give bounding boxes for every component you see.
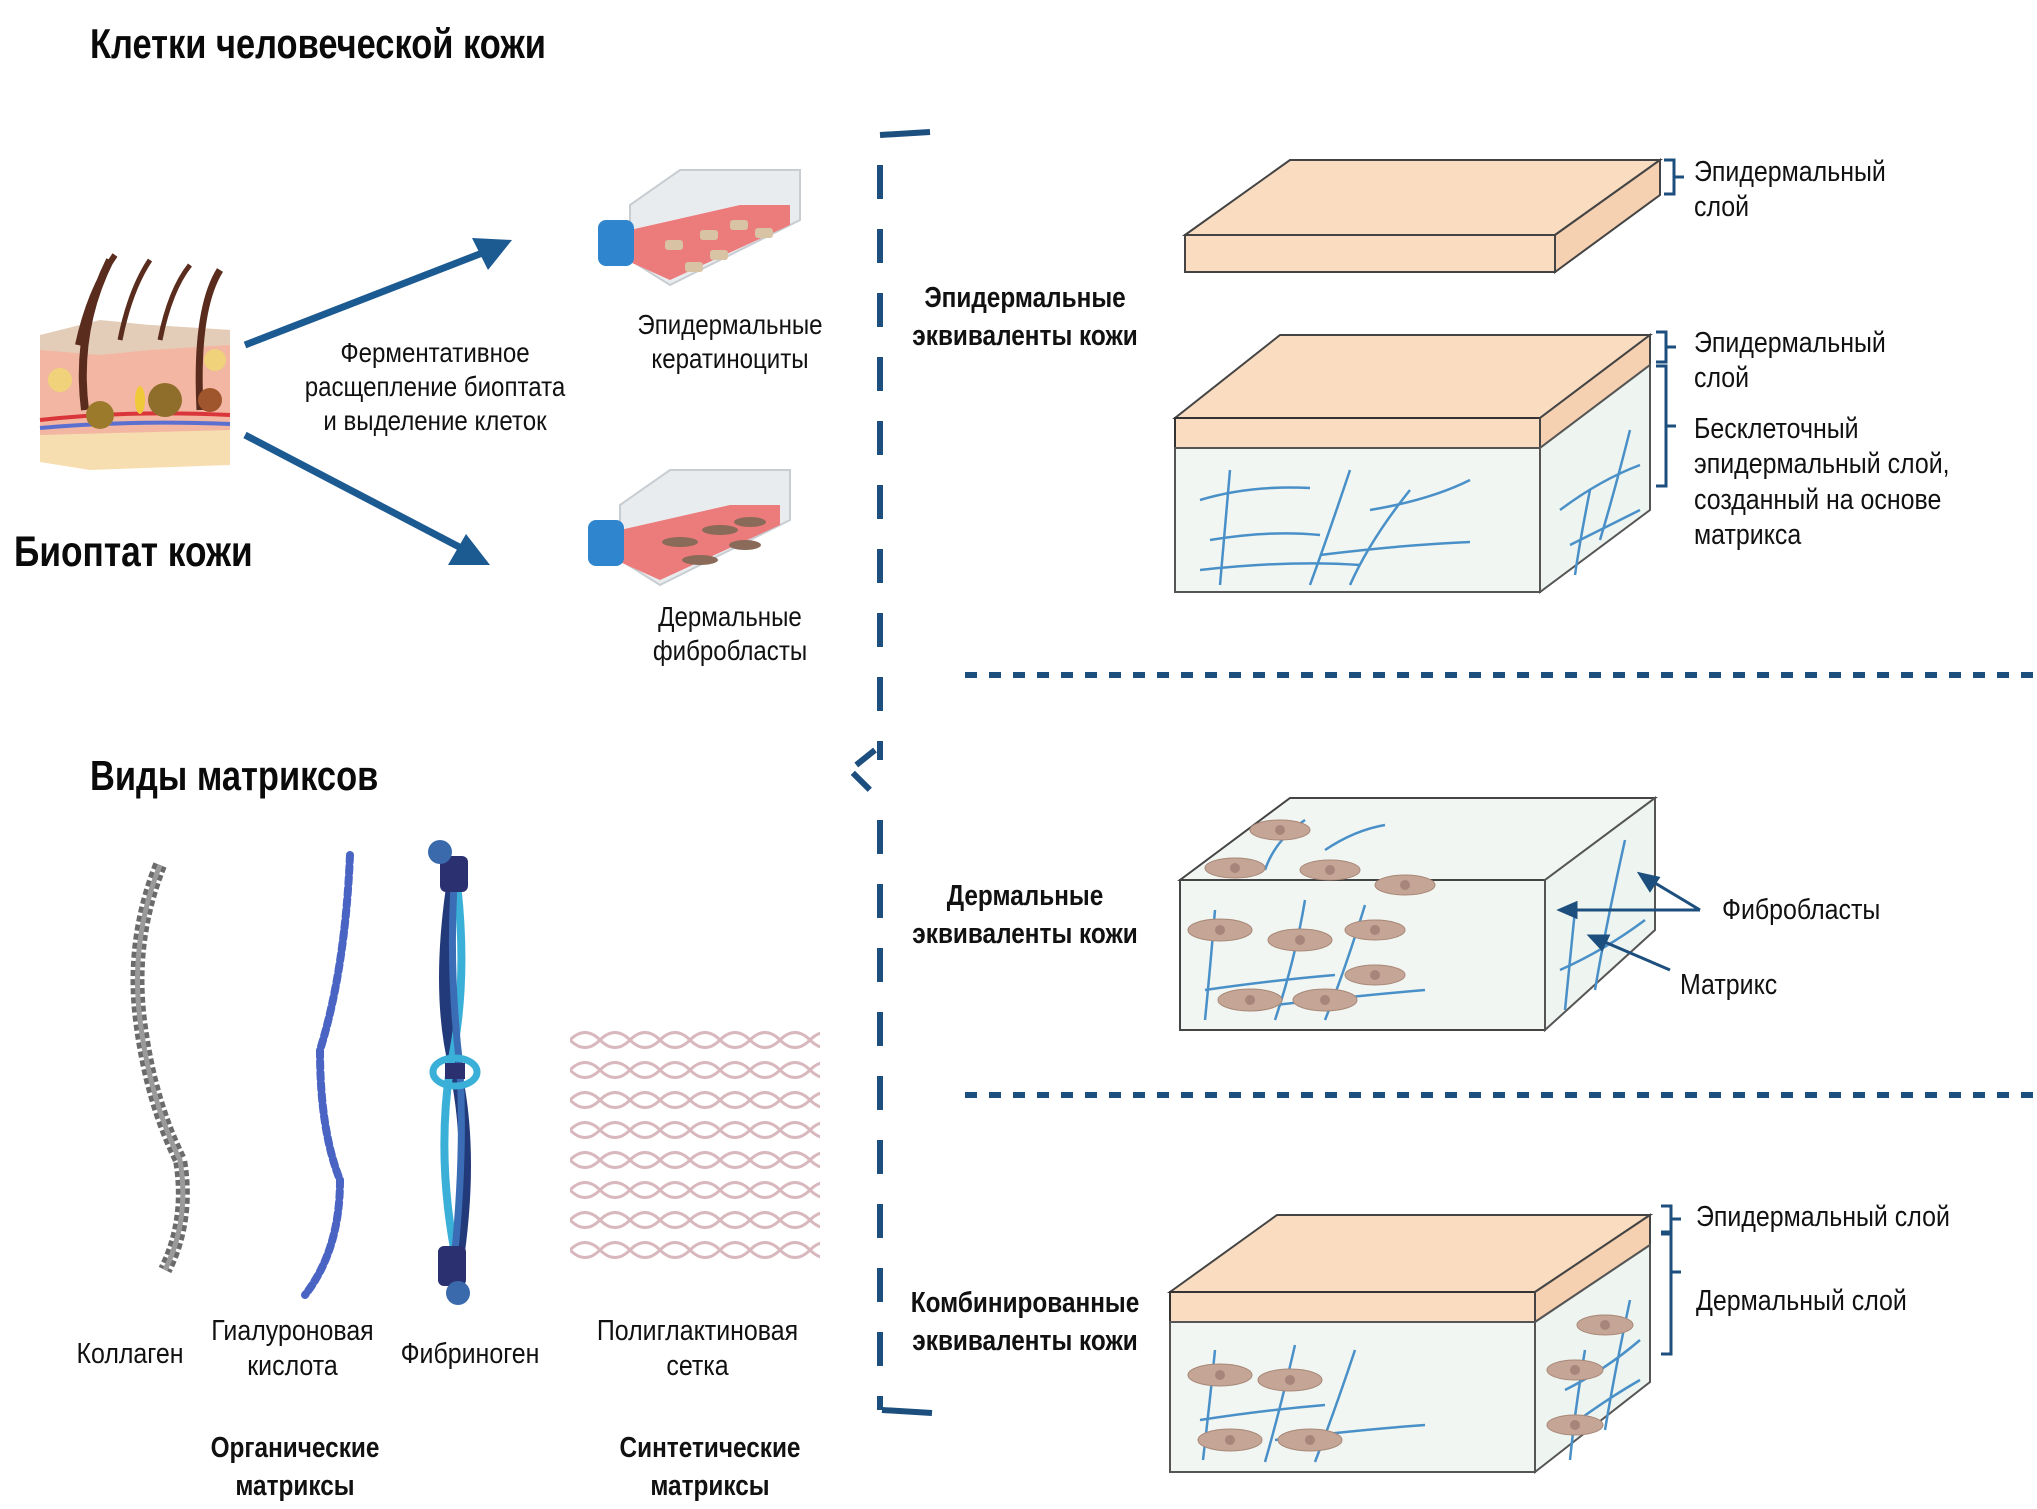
organic-matrices-label: Органические матриксы xyxy=(186,1430,404,1505)
label-line: кислота xyxy=(247,1350,338,1383)
epidermal-layer-slab xyxy=(1181,158,1664,274)
keratinocytes-label-line: Эпидермальные xyxy=(637,309,823,340)
dermal-equivalents-title: Дермальные эквиваленты кожи xyxy=(903,878,1147,953)
label-line: матрикса xyxy=(1694,519,1802,552)
arrow-to-keratinocytes xyxy=(243,238,512,349)
skin-biopsy-label: Биоптат кожи xyxy=(14,528,253,576)
combined-dermal-label: Дермальный слой xyxy=(1696,1285,1907,1317)
bracket-epidermal-1 xyxy=(1664,158,1684,196)
keratinocytes-label: Эпидермальные кератиноциты xyxy=(618,308,842,376)
dermal-equivalent-block xyxy=(1176,796,1659,1033)
label-line: матриксы xyxy=(650,1469,770,1502)
hyaluronic-acid-chain-icon xyxy=(301,851,354,1299)
fibroblasts-label: Дермальные фибробласты xyxy=(618,600,842,668)
title-line: эквиваленты кожи xyxy=(912,319,1138,352)
bracket-combined-epidermal xyxy=(1661,1204,1681,1234)
polyglactin-mesh-icon xyxy=(570,1025,820,1265)
label-line: слой xyxy=(1694,362,1750,395)
process-label-line: расщепление биоптата xyxy=(304,371,566,403)
process-label-line: Ферментативное xyxy=(340,337,530,368)
keratinocyte-flask-icon xyxy=(598,169,801,287)
title-line: эквиваленты кожи xyxy=(912,917,1138,950)
combined-epidermal-label: Эпидермальный слой xyxy=(1696,1201,1950,1233)
synthetic-matrices-label: Синтетические матриксы xyxy=(601,1430,819,1505)
title-line: эквиваленты кожи xyxy=(912,1324,1138,1357)
label-line: Полиглактиновая xyxy=(596,1315,799,1347)
label-line: Бесклеточный xyxy=(1694,413,1859,445)
hyaluronic-acid-label: Гиалуроновая кислота xyxy=(209,1314,377,1385)
arrow-to-fibroblasts xyxy=(243,431,490,565)
fibroblasts-label-line: фибробласты xyxy=(652,635,808,667)
epidermal-on-matrix-block xyxy=(1172,332,1653,594)
title-line: Комбинированные xyxy=(910,1287,1140,1319)
fibrinogen-label: Фибриноген xyxy=(397,1337,543,1372)
combined-equivalents-title: Комбинированные эквиваленты кожи xyxy=(899,1285,1151,1360)
label-line: Гиалуроновая xyxy=(211,1315,374,1347)
title-line: Эпидермальные xyxy=(924,282,1126,314)
acellular-matrix-layer-label: Бесклеточный эпидермальный слой, созданн… xyxy=(1694,412,1950,554)
dashed-brace xyxy=(845,129,933,1416)
matrix-callout: Матрикс xyxy=(1680,969,1778,1001)
epidermal-layer-label-2: Эпидермальный слой xyxy=(1694,326,1886,397)
label-line: созданный на основе xyxy=(1694,483,1942,516)
label-line: Фибриноген xyxy=(400,1338,540,1370)
epidermal-equivalents-title: Эпидермальные эквиваленты кожи xyxy=(903,280,1147,355)
epidermal-layer-label: Эпидермальный слой xyxy=(1694,155,1886,226)
section-title-skin-cells: Клетки человеческой кожи xyxy=(90,20,546,67)
keratinocytes-label-line: кератиноциты xyxy=(651,343,809,375)
bracket-epidermal-2 xyxy=(1656,330,1676,364)
label-line: сетка xyxy=(666,1350,729,1383)
label-line: Коллаген xyxy=(76,1338,184,1370)
label-line: Эпидермальный xyxy=(1694,156,1886,188)
separator-dotted-2 xyxy=(965,1092,2037,1098)
bracket-combined-dermal xyxy=(1661,1232,1681,1356)
fibroblasts-callout: Фибробласты xyxy=(1722,894,1881,926)
bracket-acellular-matrix xyxy=(1656,364,1676,488)
section-title-matrix-types: Виды матриксов xyxy=(90,752,379,799)
collagen-fiber-icon xyxy=(130,862,190,1274)
label-line: Эпидермальный xyxy=(1694,327,1886,359)
matrix-fibers xyxy=(1199,429,1641,586)
label-line: эпидермальный слой, xyxy=(1694,448,1950,481)
fibroblast-flask-icon xyxy=(588,469,791,587)
label-line: Органические xyxy=(210,1432,380,1464)
process-label-line: и выделение клеток xyxy=(323,405,547,437)
process-label: Ферментативное расщепление биоптата и вы… xyxy=(285,336,586,438)
combined-equivalent-block xyxy=(1166,1213,1654,1475)
collagen-label: Коллаген xyxy=(70,1337,190,1372)
separator-dotted-1 xyxy=(965,672,2037,678)
label-line: матриксы xyxy=(235,1469,355,1502)
callout-arrows xyxy=(1556,871,1701,972)
fibrinogen-molecule-icon xyxy=(428,840,481,1305)
label-line: Синтетические xyxy=(619,1432,801,1464)
label-line: слой xyxy=(1694,191,1750,224)
skin-biopsy-illustration xyxy=(39,253,231,470)
fibroblasts-label-line: Дермальные xyxy=(658,601,802,632)
title-line: Дермальные xyxy=(946,880,1104,912)
polyglactin-mesh-label: Полиглактиновая сетка xyxy=(592,1314,803,1385)
